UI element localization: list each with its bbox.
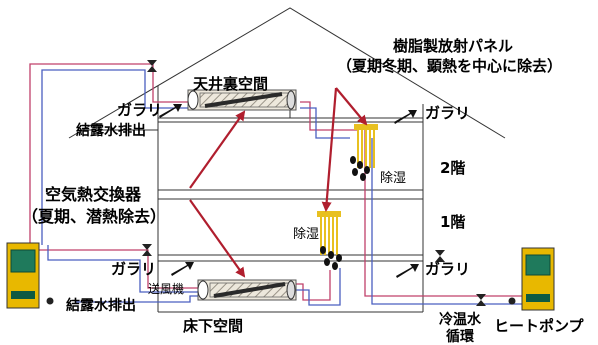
gallery-attic-right-label: ガラリ bbox=[425, 104, 471, 122]
valve-icon[interactable] bbox=[147, 60, 157, 72]
circulation-label: 循環 bbox=[446, 329, 474, 345]
cold-water-label: 冷温水 bbox=[439, 312, 481, 328]
valve-icon[interactable] bbox=[142, 244, 152, 256]
radiant-panel-upper bbox=[354, 124, 378, 168]
valve-icon[interactable] bbox=[435, 250, 445, 262]
air-heat-exchanger-title: 空気熱交換器 bbox=[45, 185, 142, 204]
underfloor-air-heat-exchanger bbox=[197, 279, 297, 301]
return-piping bbox=[41, 69, 535, 306]
roof-line bbox=[68, 7, 506, 139]
dehumidify-drops-icon bbox=[320, 246, 342, 270]
drain-piping bbox=[82, 108, 291, 131]
underfloor-space-label: 床下空間 bbox=[183, 317, 244, 335]
louver-icon bbox=[396, 264, 419, 278]
resin-panel-title: 樹脂製放射パネル bbox=[393, 37, 514, 55]
fan-label: 送風機 bbox=[148, 282, 185, 296]
air-heat-exchanger-subtitle: （夏期、潜熱除去） bbox=[22, 207, 167, 226]
pump-icon bbox=[508, 297, 516, 305]
fan-icon bbox=[187, 90, 199, 110]
dehumidify-lower-label: 除湿 bbox=[293, 227, 320, 242]
louver-icon bbox=[159, 104, 182, 118]
fan-icon bbox=[197, 280, 209, 300]
louver-icon bbox=[171, 262, 194, 276]
heat-pump-unit-icon bbox=[521, 247, 555, 311]
dehumidify-drops-icon bbox=[350, 156, 370, 181]
valve-icon[interactable] bbox=[476, 294, 486, 306]
dehumidify-upper-label: 除湿 bbox=[380, 171, 407, 186]
gallery-floor-left-label: ガラリ bbox=[111, 260, 157, 278]
gallery-attic-left-label: ガラリ bbox=[117, 101, 163, 119]
floor-1-label: 1階 bbox=[440, 213, 466, 231]
drain-bottom-label: 結露水排出 bbox=[66, 298, 136, 314]
drain-top-label: 結露水排出 bbox=[76, 123, 146, 139]
gallery-floor-right-label: ガラリ bbox=[425, 260, 471, 278]
pointer-arrows bbox=[189, 87, 368, 278]
attic-space-label: 天井裏空間 bbox=[193, 75, 269, 93]
heat-pump-label: ヒートポンプ bbox=[494, 317, 584, 335]
heat-pump-unit-icon bbox=[6, 242, 40, 309]
resin-panel-subtitle: （夏期冬期、顕熱を中心に除去） bbox=[337, 57, 563, 75]
louver-icon bbox=[394, 110, 417, 124]
floor-2-label: 2階 bbox=[440, 159, 466, 177]
pump-icon bbox=[46, 297, 54, 305]
attic-air-heat-exchanger bbox=[187, 89, 297, 111]
